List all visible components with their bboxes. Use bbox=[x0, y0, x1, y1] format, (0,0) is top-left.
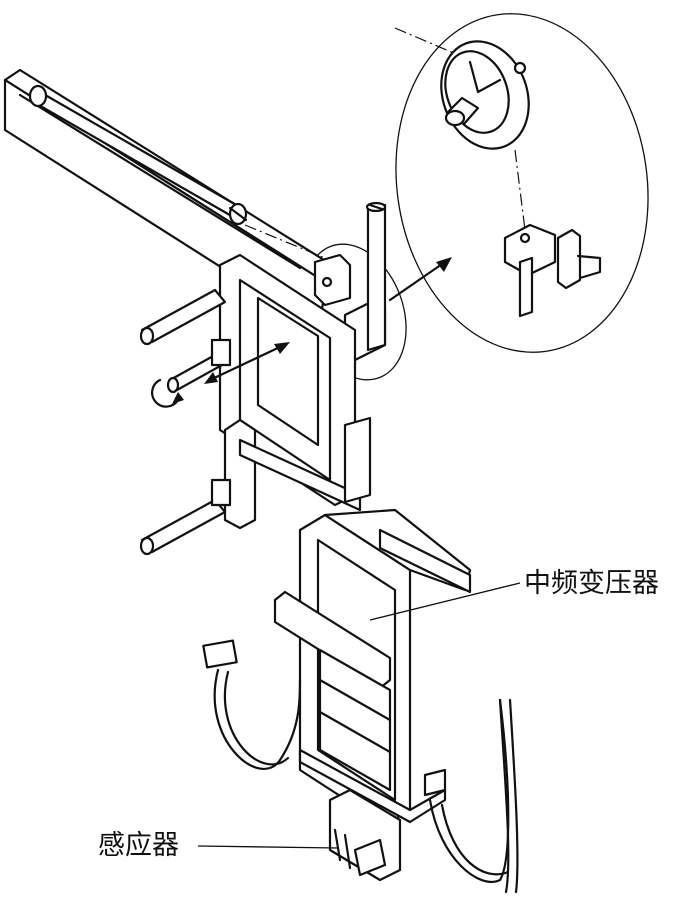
transformer-leader bbox=[369, 582, 521, 621]
detail-view bbox=[394, 13, 649, 353]
inductor-leader bbox=[197, 845, 339, 849]
motion-arrows bbox=[151, 342, 290, 408]
cables bbox=[202, 639, 519, 894]
bracket-detail bbox=[503, 223, 602, 318]
inductor-part bbox=[328, 788, 402, 882]
inductor-label: 感应器 bbox=[98, 830, 179, 861]
side-rods bbox=[139, 288, 232, 556]
transformer-label: 中频变压器 bbox=[524, 568, 659, 599]
transformer bbox=[273, 508, 472, 827]
frame bbox=[218, 253, 372, 530]
gear-disc bbox=[440, 40, 530, 150]
pivot-bracket bbox=[313, 201, 387, 362]
